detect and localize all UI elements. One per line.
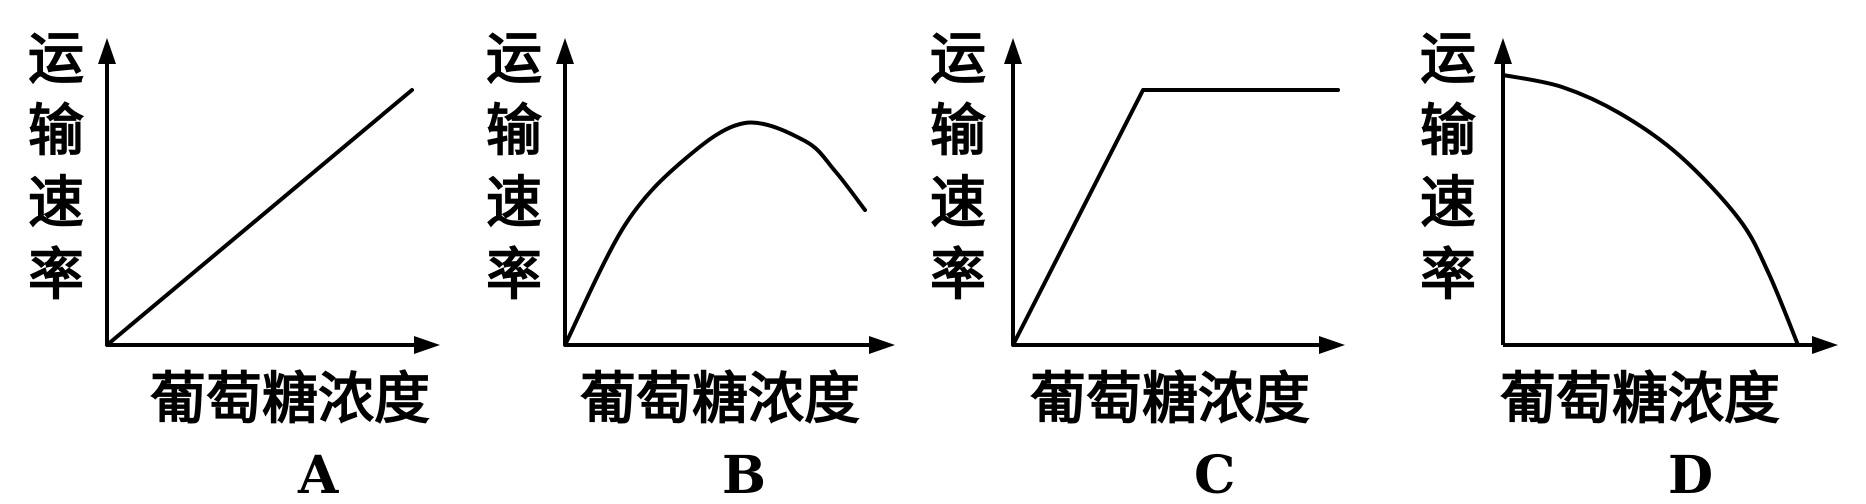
y-axis-label-char: 输 xyxy=(930,99,987,164)
panel-label: D xyxy=(1668,445,1713,504)
y-axis-label-char: 速 xyxy=(28,171,84,236)
x-axis-label: 葡萄糖浓度 xyxy=(1030,367,1310,432)
panel-label: C xyxy=(1194,445,1235,504)
y-axis-label-char: 率 xyxy=(28,243,84,308)
y-axis-label-char: 输 xyxy=(1420,99,1477,164)
y-axis-label-char: 速 xyxy=(486,171,542,236)
y-axis-label-char: 率 xyxy=(1420,243,1476,308)
y-axis-label-char: 运 xyxy=(486,27,542,92)
y-axis-label-char: 率 xyxy=(486,243,542,308)
y-axis-label-char: 输 xyxy=(28,99,85,164)
y-axis-arrow xyxy=(98,38,116,64)
y-axis-arrow xyxy=(1004,38,1022,64)
y-axis-label-char: 速 xyxy=(1420,171,1476,236)
y-axis-label-char: 运 xyxy=(930,27,986,92)
y-axis-label-char: 运 xyxy=(28,27,84,92)
x-axis-arrow xyxy=(869,336,895,354)
x-axis-arrow xyxy=(1812,336,1838,354)
x-axis-label: 葡萄糖浓度 xyxy=(580,367,860,432)
y-axis-label-char: 率 xyxy=(930,243,986,308)
y-axis-label-char: 速 xyxy=(930,171,986,236)
x-axis-arrow xyxy=(1319,336,1345,354)
panel-label: A xyxy=(297,445,339,504)
y-axis-label-char: 输 xyxy=(486,99,543,164)
y-axis-label-char: 运 xyxy=(1420,27,1476,92)
x-axis-label: 葡萄糖浓度 xyxy=(1500,367,1780,432)
x-axis-label: 葡萄糖浓度 xyxy=(150,367,430,432)
series-line xyxy=(563,120,867,347)
y-axis-arrow xyxy=(556,38,574,64)
y-axis-arrow xyxy=(1494,38,1512,64)
panel-label: B xyxy=(722,445,766,504)
x-axis-arrow xyxy=(414,336,440,354)
series-line xyxy=(1501,73,1800,347)
series-line xyxy=(105,88,414,347)
series-line xyxy=(1011,88,1340,347)
